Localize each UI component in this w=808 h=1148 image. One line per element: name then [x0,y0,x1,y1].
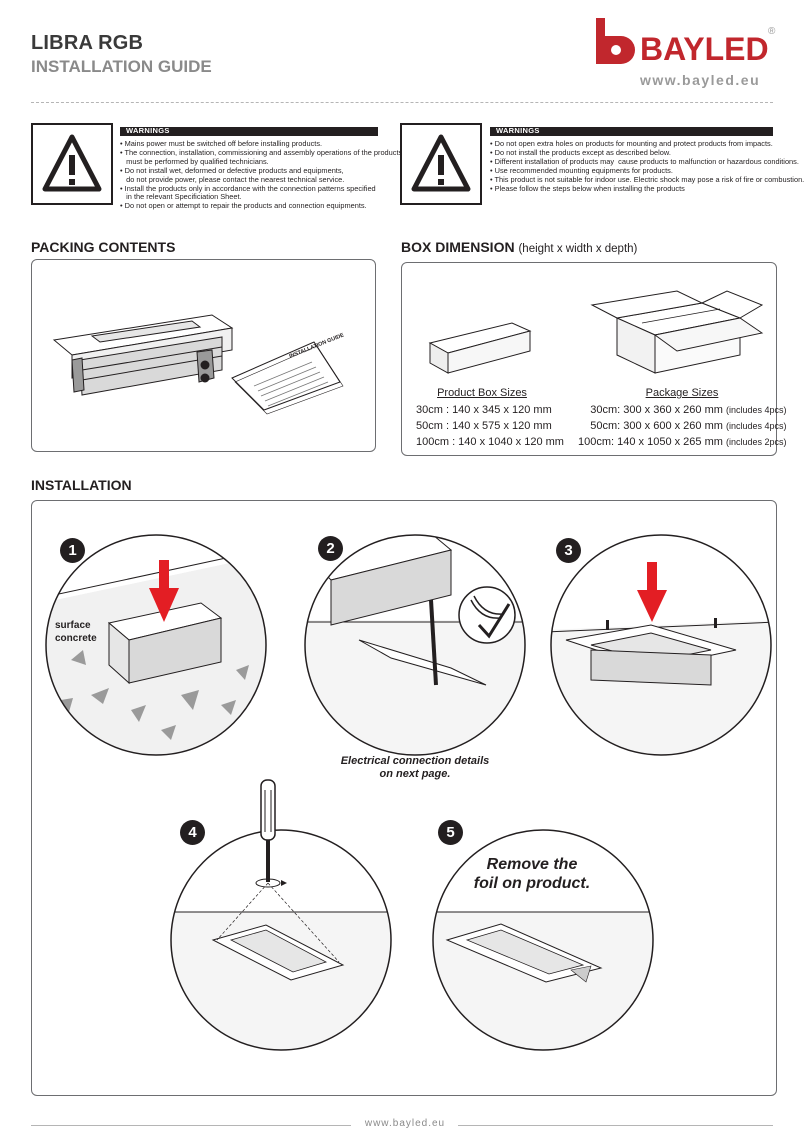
warning-item: do not provide power, please contact the… [120,174,345,184]
electrical-note-line-2: on next page. [379,768,451,780]
step-1-badge: 1 [60,538,85,563]
warning-triangle-icon [42,134,102,192]
step-2-badge: 2 [318,536,343,561]
installation-illustrations: surface concrete [45,534,772,1051]
warnings-left-bar: WARNINGS [120,126,378,136]
warning-item: • Different installation of products may… [490,156,799,166]
packing-heading: PACKING CONTENTS [31,239,176,255]
warnings-right-list: • Do not open extra holes on products fo… [490,139,805,193]
package-sizes-title: Package Sizes [645,387,719,399]
header-url[interactable]: www.bayled.eu [640,72,761,88]
step-3-illustration [550,534,772,756]
warning-item: • Do not open extra holes on products fo… [490,139,773,148]
warning-item: • Do not install wet, deformed or defect… [120,165,344,175]
warning-item: • This product is not suitable for indoo… [490,174,805,184]
footer-divider-left [31,1125,351,1126]
warning-item: • The connection, installation, commissi… [120,147,403,157]
bayled-logo: BAYLED ® [596,18,776,67]
warnings-left-label: WARNINGS [126,126,170,135]
product-box-icon [428,322,532,374]
package-size-row: 100cm: 140 x 1050 x 265 mm (includes 2pc… [578,434,787,450]
warnings-left-list: • Mains power must be switched off befor… [120,139,403,211]
electrical-note-line-1: Electrical connection details [340,755,490,767]
warning-triangle-icon [411,134,471,192]
product-size-row: 100cm : 140 x 1040 x 120 mm [416,436,564,448]
product-size-row: 30cm : 140 x 345 x 120 mm [416,404,552,416]
package-size-note: (includes 2pcs) [725,437,787,447]
surface-label: surface [55,620,91,631]
registered-mark: ® [768,26,776,37]
document-subtitle: INSTALLATION GUIDE [31,57,212,76]
foil-note-line-1: Remove the [486,856,578,873]
package-size-row: 30cm: 300 x 360 x 260 mm (includes 4pcs) [578,402,787,418]
product-sizes-title: Product Box Sizes [437,387,527,399]
product-size-row: 50cm : 140 x 575 x 120 mm [416,420,552,432]
step-1-illustration: surface concrete [45,534,267,756]
header-divider [31,102,773,103]
warning-item: must be performed by qualified technicia… [120,156,269,166]
step-5-badge: 5 [438,820,463,845]
screwdriver-icon [255,779,287,888]
package-box-icon [590,290,764,374]
fixture-illustration-icon [52,314,234,396]
packing-illustration: INSTALLATION GUIDE [52,314,345,415]
warning-item: • Install the products only in accordanc… [120,183,376,193]
packing-panel: INSTALLATION GUIDE [31,259,376,452]
step-4-badge: 4 [180,820,205,845]
box-heading-note: (height x width x depth) [518,243,638,255]
footer-url[interactable]: www.bayled.eu [364,1118,446,1129]
foil-note: Remove the foil on product. [462,855,602,893]
cable-checkmark-icon [458,586,516,644]
package-size-main: 100cm: 140 x 1050 x 265 mm [578,436,723,448]
warning-item: • Do not install the products except as … [490,147,671,157]
manual-sheet-icon: INSTALLATION GUIDE [231,332,345,415]
foil-note-line-2: foil on product. [473,875,591,892]
warning-sign-right [400,123,482,205]
warning-item: • Do not open or attempt to repair the p… [120,201,367,211]
package-size-note: (includes 4pcs) [725,421,787,431]
step-4-illustration [170,779,392,1051]
logo-text: BAYLED [640,31,769,67]
warning-item: • Use recommended mounting equipments fo… [490,165,673,175]
product-sizes-list: 30cm : 140 x 345 x 120 mm 50cm : 140 x 57… [416,402,564,450]
warning-sign-left [31,123,113,205]
package-size-row: 50cm: 300 x 600 x 260 mm (includes 4pcs) [578,418,787,434]
package-size-main: 50cm: 300 x 600 x 260 mm [590,420,723,432]
down-arrow-icon [149,560,179,622]
step-2-illustration [304,534,526,756]
footer-divider-right [458,1125,773,1126]
electrical-note: Electrical connection details on next pa… [340,755,490,781]
box-illustrations [428,290,764,374]
warning-item: in the relevant Specificiation Sheet. [120,192,242,202]
box-heading-text: BOX DIMENSION [401,239,515,255]
box-heading: BOX DIMENSION (height x width x depth) [401,239,637,255]
package-size-note: (includes 4pcs) [725,405,787,415]
box-panel: Product Box Sizes 30cm : 140 x 345 x 120… [401,262,787,456]
down-arrow-icon [637,562,667,622]
bayled-logo-mark-icon [596,18,635,64]
warnings-right-bar: WARNINGS [490,126,773,136]
warnings-right-label: WARNINGS [496,126,540,135]
concrete-label: concrete [55,633,97,644]
step-3-badge: 3 [556,538,581,563]
step-5-illustration [432,829,654,1051]
warning-item: • Please follow the steps below when ins… [490,183,685,193]
package-size-main: 30cm: 300 x 360 x 260 mm [590,404,723,416]
warning-item: • Mains power must be switched off befor… [120,139,323,148]
package-sizes-list: 30cm: 300 x 360 x 260 mm (includes 4pcs)… [578,402,787,450]
document-title: LIBRA RGB [31,32,144,54]
installation-heading: INSTALLATION [31,477,132,493]
